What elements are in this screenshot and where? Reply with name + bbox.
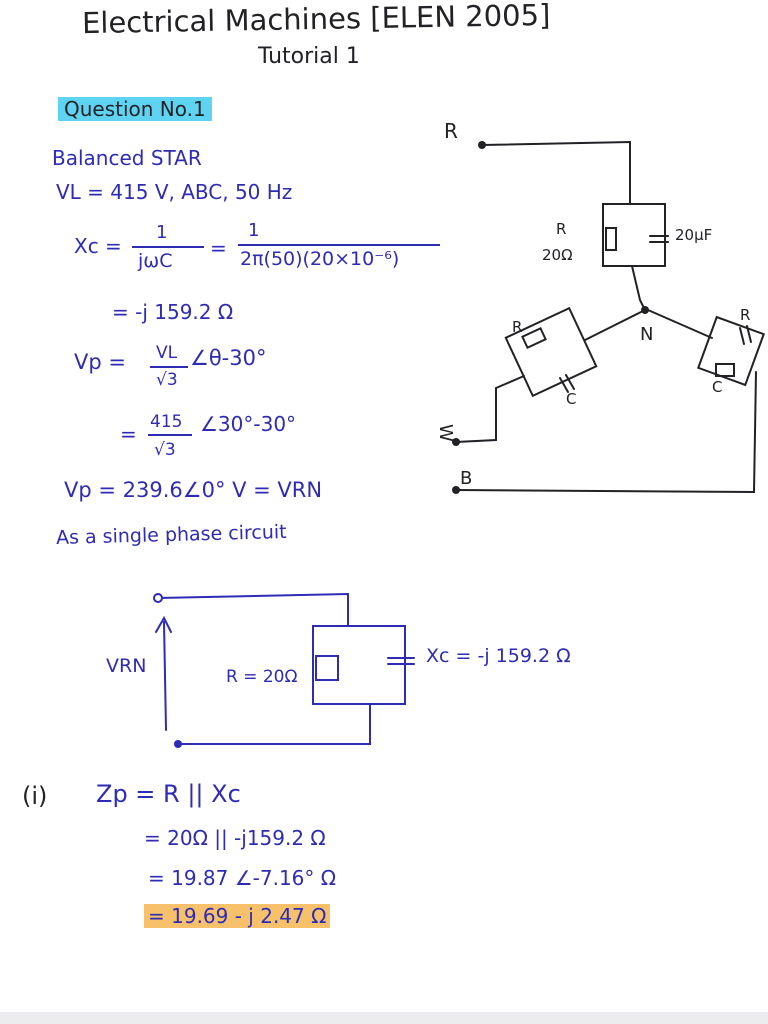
xc-denominator-2: 2π(50)(20×10⁻⁶) [240, 248, 400, 270]
right-rc-box [696, 315, 766, 387]
question-label: Question No.1 [58, 97, 212, 121]
r-terminal-label: R [444, 119, 458, 143]
page-bottom-edge [0, 1012, 768, 1024]
single-phase-note: As a single phase circuit [55, 520, 287, 550]
top-r-value: 20Ω [542, 246, 573, 264]
zp-result: = 19.69 - j 2.47 Ω [144, 904, 331, 928]
xc-equals: = [210, 236, 227, 260]
zp-definition: Zp = R || Xc [96, 780, 241, 808]
top-c-value: 20μF [675, 226, 712, 244]
top-terminal [153, 593, 163, 603]
r-terminal-dot [478, 141, 486, 149]
capacitor-label: Xc = -j 159.2 Ω [426, 645, 571, 667]
left-r-label: R [512, 318, 522, 336]
neutral-dot [641, 306, 649, 314]
vp-result: Vp = 239.6∠0° V = VRN [64, 478, 323, 502]
vp-angle-2: ∠30°-30° [200, 412, 297, 436]
xc-numerator: 1 [156, 222, 168, 243]
bottom-wire [177, 703, 371, 745]
right-capacitor-box [715, 363, 735, 377]
star-circuit-diagram: R W B N R 20Ω 20μF R C R C [435, 119, 766, 494]
vp-numerator: VL [156, 343, 178, 363]
vp-equals: = [120, 422, 137, 446]
vp-den-sqrt3: √3 [154, 440, 176, 460]
line-voltage-text: VL = 415 V, ABC, 50 Hz [56, 180, 293, 204]
zp-step-1: = 20Ω || -j159.2 Ω [144, 826, 326, 850]
neutral-label: N [640, 324, 653, 345]
xc-numerator-2: 1 [248, 220, 260, 241]
top-r-label: R [556, 220, 566, 238]
xc-result: = -j 159.2 Ω [112, 300, 234, 324]
w-terminal-dot [452, 438, 460, 446]
right-branch-wire [647, 309, 713, 339]
right-c-label: C [712, 378, 722, 396]
xc-fraction-bar-2 [238, 244, 440, 246]
voltage-arrow-head [155, 615, 172, 633]
left-branch-wire [584, 309, 646, 341]
left-rc-box [504, 306, 598, 398]
zp-step-2: = 19.87 ∠-7.16° Ω [148, 866, 337, 890]
vp-angle: ∠θ-30° [190, 346, 267, 370]
resistor-label: R = 20Ω [226, 667, 298, 687]
top-resistor [605, 227, 617, 251]
b-terminal-dot [452, 486, 460, 494]
b-phase-wire [455, 371, 757, 494]
w-phase-wire [455, 375, 525, 443]
single-phase-circuit: VRN R = 20Ω Xc = -j 159.2 Ω [106, 592, 571, 748]
left-resistor [521, 327, 547, 349]
b-terminal-label: B [460, 468, 472, 489]
page-subtitle: Tutorial 1 [258, 44, 360, 69]
right-r-label: R [740, 306, 750, 324]
part-i-label: (i) [22, 782, 48, 810]
left-c-label: C [566, 390, 576, 408]
resistor-symbol [315, 655, 339, 681]
vp-num-415: 415 [150, 412, 183, 432]
voltage-arrow-line [163, 621, 167, 731]
w-terminal-label: W [435, 424, 456, 442]
xc-label: Xc = [74, 234, 122, 258]
r-phase-wire [481, 140, 631, 205]
vp-label: Vp = [74, 350, 126, 374]
page-title: Electrical Machines [ELEN 2005] [81, 0, 551, 41]
vp-denominator: √3 [156, 370, 178, 390]
balanced-star-text: Balanced STAR [52, 146, 202, 170]
xc-denominator: jωC [138, 250, 173, 272]
vrn-label: VRN [106, 655, 146, 677]
vp-fraction-bar [150, 366, 188, 368]
xc-fraction-bar [132, 246, 204, 248]
vp-fraction-bar-2 [148, 434, 192, 436]
bottom-terminal [174, 740, 182, 748]
top-wire [157, 592, 349, 627]
